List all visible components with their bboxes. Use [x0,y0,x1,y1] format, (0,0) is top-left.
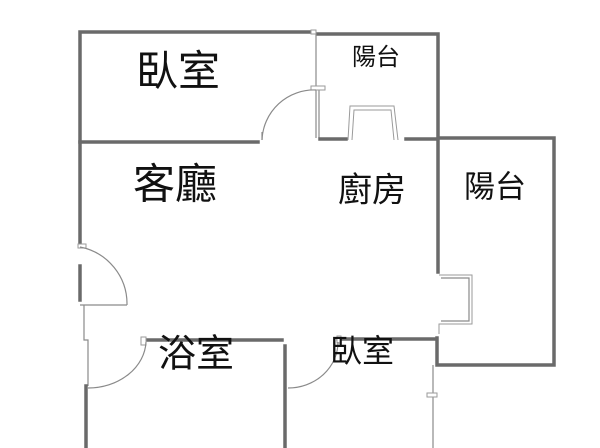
room-label-living-room: 客廳 [133,160,217,209]
doors [79,89,339,389]
room-label-bedroom-top: 臥室 [136,47,220,96]
entry-door [79,246,128,306]
room-label-bathroom: 浴室 [158,332,234,376]
walls [77,29,556,448]
room-label-balcony-right: 陽台 [464,170,526,206]
bathroom-door [87,341,147,389]
bedroom-bottom-door [287,341,339,389]
bedroom-top-door [261,89,317,141]
room-labels: 臥室 陽台 客廳 廚房 陽台 浴室 臥室 [133,43,526,376]
room-label-kitchen: 廚房 [338,171,406,211]
room-label-bedroom-bottom: 臥室 [330,332,394,370]
room-label-balcony-small: 陽台 [352,43,400,71]
